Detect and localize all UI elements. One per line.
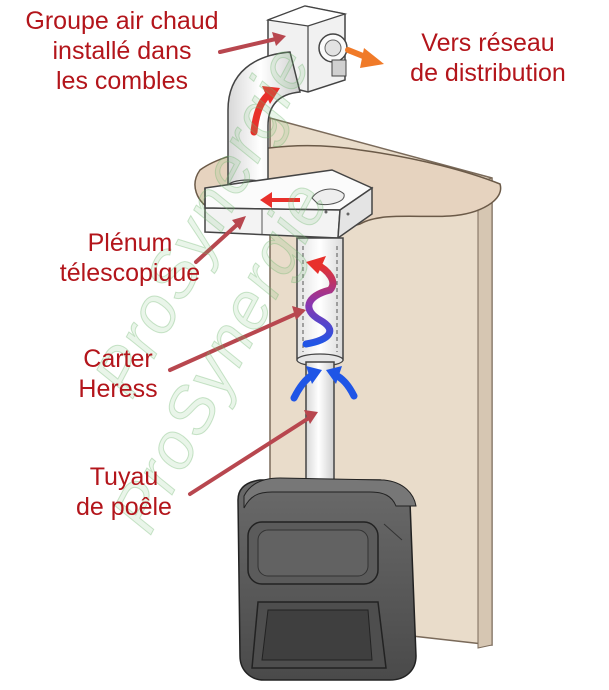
label-groupe-line2: installé dans — [52, 37, 192, 65]
leader-lines — [168, 32, 318, 496]
leader-groupe-head — [272, 32, 286, 46]
stove — [237, 477, 417, 681]
label-groupe-line1: Groupe air chaud — [25, 7, 219, 35]
label-groupe-line3: les combles — [56, 67, 188, 95]
label-tuyau-line1: Tuyau — [89, 463, 159, 491]
label-carter-line1: Carter — [83, 345, 153, 373]
leader-tuyau — [188, 414, 314, 496]
label-plenum-telescopique: Plénum télescopique — [44, 228, 216, 288]
leader-carter-head — [292, 306, 306, 320]
label-carter-line2: Heress — [78, 375, 158, 403]
label-plenum-line2: télescopique — [59, 259, 201, 287]
cold-air-arrows — [290, 366, 358, 402]
leader-carter — [168, 310, 302, 372]
leader-plenum-head — [232, 216, 246, 230]
carter-heress — [296, 237, 344, 367]
outflow-arrow — [345, 47, 384, 68]
leader-groupe — [218, 36, 282, 54]
label-vers-reseau: Vers réseau de distribution — [388, 28, 588, 88]
label-carter-heress: Carter Heress — [56, 344, 180, 404]
label-vers-line1: Vers réseau — [421, 29, 555, 57]
label-vers-line2: de distribution — [410, 59, 566, 87]
label-tuyau-de-poele: Tuyau de poêle — [62, 462, 186, 522]
label-plenum-line1: Plénum — [87, 229, 173, 257]
leader-plenum — [194, 220, 242, 264]
label-groupe-air-chaud: Groupe air chaud installé dans les combl… — [4, 6, 240, 96]
label-tuyau-line2: de poêle — [76, 493, 172, 521]
leader-tuyau-head — [304, 410, 318, 424]
